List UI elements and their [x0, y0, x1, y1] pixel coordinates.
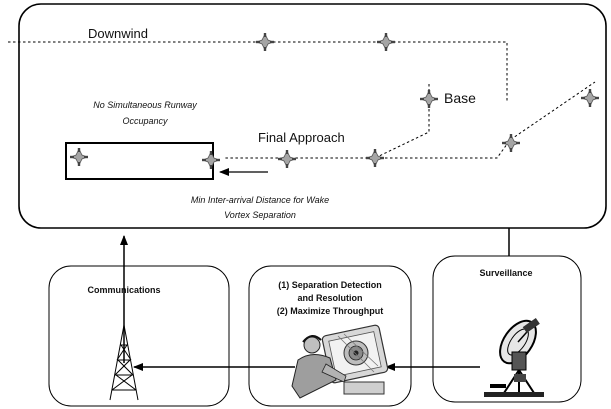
- aircraft-icon: [365, 148, 385, 168]
- aircraft-icon: [69, 147, 89, 167]
- aircraft-icon: [501, 133, 521, 153]
- airspace-frame: [18, 3, 607, 229]
- controller-label-line3: (2) Maximize Throughput: [277, 306, 384, 316]
- aircraft-icon: [419, 89, 439, 109]
- aircraft-icon: [255, 32, 275, 52]
- base-label: Base: [444, 90, 476, 106]
- separation-note-line1: Min Inter-arrival Distance for Wake: [191, 195, 329, 205]
- controller-box: [248, 265, 412, 407]
- final-approach-label: Final Approach: [258, 130, 345, 145]
- downwind-label: Downwind: [88, 26, 148, 41]
- aircraft-icon: [580, 88, 600, 108]
- runway-note-line1: No Simultaneous Runway: [93, 100, 197, 110]
- aircraft-icon: [201, 150, 221, 170]
- runway: [65, 142, 214, 180]
- communications-box: [48, 265, 230, 407]
- surveillance-label: Surveillance: [479, 268, 532, 278]
- surveillance-box: [432, 255, 582, 403]
- radar-dish-icon: [484, 317, 544, 397]
- aircraft-icon: [277, 149, 297, 169]
- controller-label-line1: (1) Separation Detection: [278, 280, 382, 290]
- radio-tower-icon: [109, 318, 139, 401]
- air-traffic-controller-icon: [291, 324, 389, 399]
- traffic-pattern-path: [8, 41, 596, 159]
- controller-label-line2: and Resolution: [298, 293, 363, 303]
- aircraft-icon: [376, 32, 396, 52]
- separation-note-line2: Vortex Separation: [224, 210, 296, 220]
- runway-note-line2: Occupancy: [122, 116, 168, 126]
